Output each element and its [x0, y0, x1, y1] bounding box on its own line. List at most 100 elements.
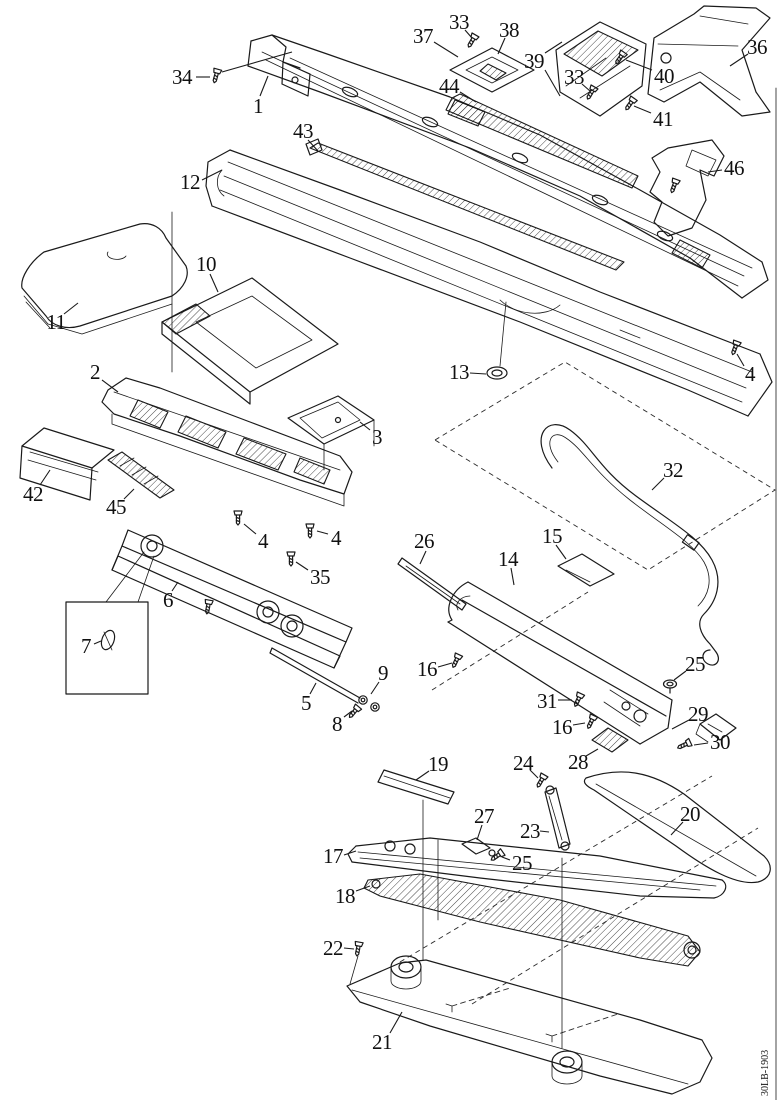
callout-6: 6: [163, 588, 173, 612]
leader-line: [671, 719, 690, 730]
part-36-corner-bracket: [647, 5, 771, 117]
callout-9: 9: [378, 661, 388, 685]
nut-8-glyph: [345, 703, 363, 721]
leader-line: [673, 670, 687, 681]
callout-43: 43: [293, 119, 313, 143]
callout-5: 5: [301, 691, 311, 715]
part-27-clip: [461, 837, 506, 864]
callout-39: 39: [524, 49, 544, 73]
callout-22: 22: [323, 936, 343, 960]
leader-line: [572, 722, 586, 726]
screw-16a-glyph: [448, 652, 464, 670]
callout-35: 35: [310, 565, 330, 589]
leader-line: [389, 1011, 403, 1034]
leader-line: [63, 302, 79, 315]
leader-line: [469, 372, 487, 375]
callout-23: 23: [520, 819, 540, 843]
callout-3: 3: [372, 425, 382, 449]
callout-13: 13: [449, 360, 469, 384]
grommet-25-glyph: [662, 679, 678, 694]
leader-line: [464, 29, 473, 39]
callout-46: 46: [724, 156, 744, 180]
leader-line: [343, 947, 355, 950]
part-20-trim-strip: [583, 771, 771, 884]
callout-21: 21: [372, 1030, 392, 1054]
screw-35-glyph: [286, 551, 296, 567]
part-7-inset-box: [65, 551, 155, 695]
callout-25: 25: [512, 851, 532, 875]
callout-24: 24: [513, 751, 534, 775]
leader-line: [93, 640, 102, 645]
callout-18: 18: [335, 884, 355, 908]
screw-30-glyph: [675, 737, 693, 753]
part-15-bracket: [557, 553, 615, 587]
leader-line: [171, 581, 179, 592]
callout-29: 29: [688, 702, 708, 726]
callout-11: 11: [46, 310, 65, 334]
stud-glyph: [202, 598, 214, 616]
leader-line: [707, 169, 723, 173]
part-5-rod: [269, 647, 380, 721]
leader-line: [510, 567, 515, 586]
callout-8: 8: [332, 712, 342, 736]
screw-22-glyph: [352, 940, 364, 958]
leader-line: [544, 41, 563, 54]
callout-2: 2: [90, 360, 100, 384]
part-37-38-plate: [449, 32, 535, 93]
callout-28: 28: [568, 750, 588, 774]
leader-line: [729, 53, 749, 67]
leader-line: [476, 824, 483, 841]
leader-line: [539, 830, 550, 833]
part-17-door-frame: [347, 837, 727, 899]
screw-31-glyph: [570, 691, 586, 709]
callout-20: 20: [680, 802, 700, 826]
leader-line: [581, 83, 591, 92]
part-22-screw: [352, 940, 364, 958]
part-12-cowl-panel: [205, 149, 773, 417]
leader-line: [670, 821, 684, 836]
part-21-outer-panel: [346, 955, 713, 1095]
part-29-clip: [695, 713, 737, 743]
leader-line: [529, 769, 539, 779]
callout-7: 7: [81, 634, 91, 658]
callout-15: 15: [542, 524, 562, 548]
leader-line: [370, 681, 380, 695]
leader-line: [459, 91, 477, 103]
leader-line: [419, 550, 427, 565]
callout-31: 31: [537, 689, 557, 713]
callout-33: 33: [449, 10, 469, 34]
leader-line: [415, 770, 430, 781]
leader-line: [497, 37, 506, 55]
callout-27: 27: [474, 804, 494, 828]
part-44-strip: [445, 93, 639, 189]
callout-17: 17: [323, 844, 343, 868]
leader-line: [633, 105, 652, 114]
part-26-rod: [397, 557, 467, 611]
part-30-screw: [675, 737, 693, 753]
callout-1: 1: [253, 94, 263, 118]
leader-line: [309, 682, 317, 695]
leader-line: [39, 469, 51, 486]
part-3-plate: [287, 395, 375, 471]
callout-4: 4: [258, 529, 269, 553]
callout-26: 26: [414, 529, 434, 553]
leader-line: [625, 59, 653, 71]
watermark: 30LB-1903: [760, 1050, 771, 1096]
leader-line: [307, 139, 319, 152]
leader-line: [343, 710, 353, 718]
callout-40: 40: [654, 64, 674, 88]
part-18-door-insert: [363, 873, 701, 967]
leader-line: [693, 742, 709, 746]
part-11-tray-panel: [21, 223, 188, 335]
part-32-strap: [540, 424, 720, 666]
leader-line: [123, 488, 135, 500]
callout-12: 12: [180, 170, 200, 194]
phantom-lines: [171, 211, 776, 1049]
callout-16: 16: [417, 657, 437, 681]
leader-line: [201, 169, 223, 181]
part-28-striker: [591, 727, 629, 753]
callout-32: 32: [663, 458, 683, 482]
callout-19: 19: [428, 752, 448, 776]
